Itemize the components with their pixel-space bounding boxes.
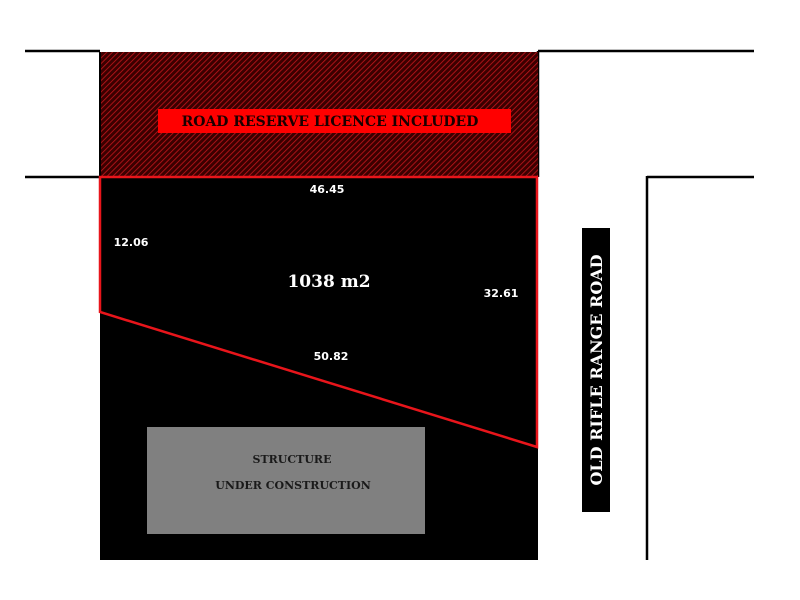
lot-area: 1038 m2 xyxy=(287,272,370,292)
road-name-label: OLD RIFLE RANGE ROAD xyxy=(587,254,606,485)
reserve-banner xyxy=(158,109,511,133)
lot-boundary xyxy=(98,175,539,449)
structure-label-line1: STRUCTURE xyxy=(253,453,332,466)
dim-left: 12.06 xyxy=(114,236,149,249)
structure-block xyxy=(147,427,425,534)
reserve-banner-label: ROAD RESERVE LICENCE INCLUDED xyxy=(182,114,479,130)
dim-top: 46.45 xyxy=(310,183,345,196)
road-name-sign xyxy=(582,228,610,512)
dim-right: 32.61 xyxy=(484,287,519,300)
structure-label-line2: UNDER CONSTRUCTION xyxy=(215,479,371,492)
dim-bottom: 50.82 xyxy=(314,350,349,363)
